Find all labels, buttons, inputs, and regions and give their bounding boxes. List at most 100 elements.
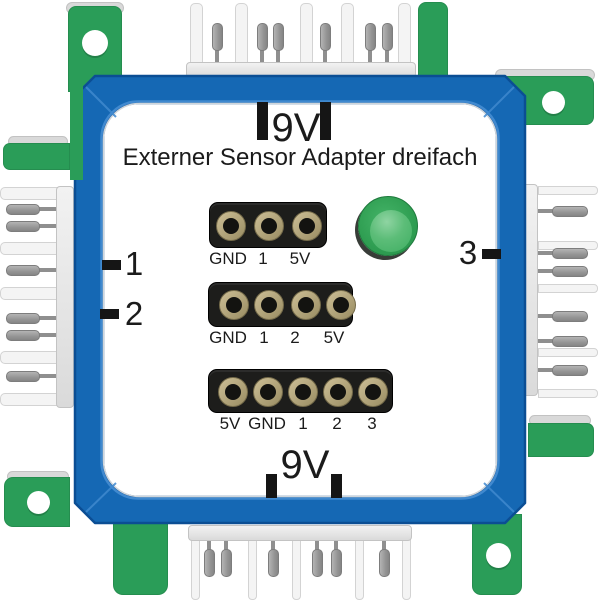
socket-pin-label: GND <box>248 414 286 433</box>
bottom-voltage-tick-left <box>266 474 277 498</box>
top-voltage-label: 9V <box>271 106 321 150</box>
white-pin <box>401 538 411 600</box>
gray-pin <box>552 364 588 376</box>
gray-pin-lead <box>38 374 57 378</box>
corner-tab-bottom-left <box>113 514 168 595</box>
gray-pin <box>6 203 40 215</box>
gray-pin <box>211 23 223 51</box>
socket-pin-hole-center <box>330 384 346 400</box>
socket-pin-hole <box>218 377 248 407</box>
socket-pin-hole <box>326 290 356 320</box>
white-pin <box>291 538 301 600</box>
socket-pin-label: GND <box>209 328 247 347</box>
white-pin <box>189 3 203 64</box>
left-port-label-1: 1 <box>124 245 144 282</box>
gray-pin-lead <box>260 49 264 63</box>
gray-pin-lead <box>38 224 57 228</box>
socket-pin-hole-center <box>260 384 276 400</box>
white-pin <box>0 241 58 255</box>
bottom-voltage-tick-right <box>331 474 342 498</box>
module-title: Externer Sensor Adapter dreifach <box>122 144 478 171</box>
gray-pin-lead <box>38 333 57 337</box>
gray-pin-lead <box>538 368 554 372</box>
socket-pin-hole-center <box>298 297 314 313</box>
socket-pin-hole-center <box>365 384 381 400</box>
corner-tab-left-top <box>3 143 70 170</box>
socket-pin-hole-center <box>225 384 241 400</box>
gray-pin <box>6 264 40 276</box>
gray-pin <box>552 205 588 217</box>
gray-pin-lead <box>368 49 372 63</box>
gray-pin <box>552 310 588 322</box>
corner-tab-right-bottom <box>528 423 594 457</box>
white-pin <box>0 350 58 364</box>
gray-pin-lead <box>38 316 57 320</box>
gray-pin-lead <box>382 538 386 551</box>
socket-pin-label: 5V <box>289 249 311 268</box>
socket-pin-hole <box>288 377 318 407</box>
sensor-socket-1 <box>209 202 327 248</box>
gray-pin <box>6 220 40 232</box>
socket-pin-hole-center <box>261 297 277 313</box>
socket-pin-label: 5V <box>323 328 345 347</box>
mounting-hole <box>26 490 50 514</box>
gray-pin-lead <box>38 207 57 211</box>
white-pin <box>538 185 598 195</box>
socket-pin-hole <box>219 290 249 320</box>
socket-pin-hole <box>291 290 321 320</box>
white-pin <box>0 392 58 406</box>
socket-pin-label: 5V <box>219 414 241 433</box>
gray-pin-lead <box>538 314 554 318</box>
bottom-pin-header-base <box>188 525 412 541</box>
gray-pin <box>378 549 390 577</box>
gray-pin <box>319 23 331 51</box>
corner-tab-top-right <box>418 2 448 82</box>
socket-pin-hole-center <box>333 297 349 313</box>
gray-pin-lead <box>385 49 389 63</box>
white-pin <box>190 538 200 600</box>
status-led-dome <box>370 210 412 252</box>
sensor-socket-2 <box>208 282 356 327</box>
white-pin <box>0 186 58 200</box>
socket-pin-hole <box>253 377 283 407</box>
gray-pin <box>6 312 40 324</box>
socket-pin-hole <box>254 290 284 320</box>
socket-pin-hole-center <box>223 218 239 234</box>
socket-pin-hole-center <box>226 297 242 313</box>
gray-pin <box>552 335 588 347</box>
bottom-voltage-label: 9V <box>280 443 330 487</box>
socket-pin-hole <box>292 211 322 241</box>
socket-pin-label: GND <box>209 249 247 268</box>
socket-pin-label: 2 <box>290 328 300 347</box>
gray-pin <box>364 23 376 51</box>
gray-pin <box>552 247 588 259</box>
gray-pin-lead <box>538 339 554 343</box>
white-pin <box>354 538 364 600</box>
gray-pin-lead <box>323 49 327 63</box>
white-pin <box>397 3 411 64</box>
socket-pin-label: 1 <box>259 328 269 347</box>
gray-pin-lead <box>334 538 338 551</box>
top-pin-header-base <box>186 62 416 78</box>
gray-pin <box>381 23 393 51</box>
pcb-edge-strip-left <box>70 58 83 180</box>
top-voltage-tick-left <box>257 102 268 140</box>
gray-pin <box>203 549 215 577</box>
socket-pin-hole-center <box>295 384 311 400</box>
corner-tab-left-bottom <box>4 477 70 527</box>
socket-pin-label: 3 <box>367 414 377 433</box>
socket-pin-hole <box>254 211 284 241</box>
gray-pin-lead <box>38 268 57 272</box>
gray-pin-lead <box>276 49 280 63</box>
white-pin <box>538 388 598 398</box>
gray-pin-lead <box>538 269 554 273</box>
mounting-hole <box>485 542 511 568</box>
gray-pin <box>6 329 40 341</box>
gray-pin <box>267 549 279 577</box>
white-pin <box>247 538 257 600</box>
left-port-2-tick <box>100 309 119 319</box>
white-pin <box>234 3 248 64</box>
gray-pin <box>6 370 40 382</box>
socket-pin-hole-center <box>299 218 315 234</box>
